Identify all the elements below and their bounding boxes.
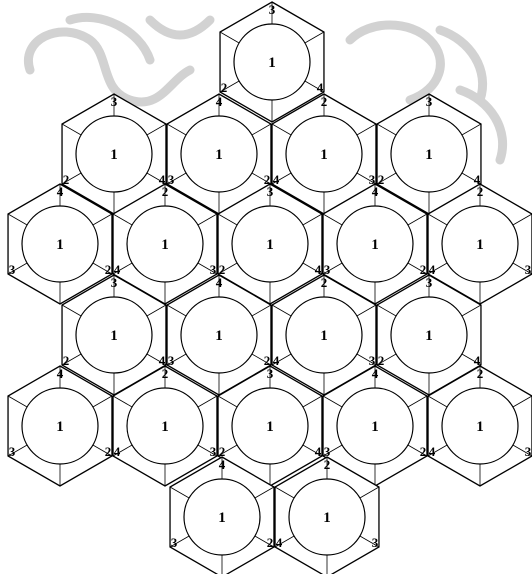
assembly-number: 1 bbox=[161, 419, 169, 435]
assembly-number: 1 bbox=[266, 237, 274, 253]
left-edge-number: 3 bbox=[168, 353, 175, 368]
right-edge-number: 2 bbox=[420, 444, 427, 459]
top-edge-number: 4 bbox=[216, 275, 223, 290]
assembly-number: 1 bbox=[371, 237, 379, 253]
top-edge-number: 2 bbox=[321, 275, 328, 290]
left-edge-number: 2 bbox=[63, 172, 70, 187]
left-edge-number: 4 bbox=[429, 444, 436, 459]
top-edge-number: 4 bbox=[372, 184, 379, 199]
left-edge-number: 4 bbox=[276, 535, 283, 550]
assembly-number: 1 bbox=[215, 147, 223, 163]
right-edge-number: 2 bbox=[267, 535, 274, 550]
top-edge-number: 2 bbox=[324, 457, 331, 472]
left-edge-number: 4 bbox=[273, 353, 280, 368]
top-edge-number: 2 bbox=[477, 184, 484, 199]
top-edge-number: 3 bbox=[111, 94, 118, 109]
left-edge-number: 2 bbox=[378, 353, 385, 368]
right-edge-number: 3 bbox=[372, 535, 379, 550]
right-edge-number: 4 bbox=[317, 80, 324, 95]
left-edge-number: 3 bbox=[168, 172, 175, 187]
left-edge-number: 3 bbox=[9, 444, 16, 459]
top-edge-number: 3 bbox=[267, 366, 274, 381]
assembly-number: 1 bbox=[320, 147, 328, 163]
assembly-number: 1 bbox=[110, 147, 118, 163]
assembly-number: 1 bbox=[320, 328, 328, 344]
left-edge-number: 3 bbox=[171, 535, 178, 550]
left-edge-number: 2 bbox=[63, 353, 70, 368]
top-edge-number: 2 bbox=[477, 366, 484, 381]
top-edge-number: 4 bbox=[372, 366, 379, 381]
assembly-number: 1 bbox=[425, 328, 433, 344]
assembly-number: 1 bbox=[110, 328, 118, 344]
top-edge-number: 3 bbox=[426, 94, 433, 109]
assembly-number: 1 bbox=[215, 328, 223, 344]
left-edge-number: 4 bbox=[273, 172, 280, 187]
assembly-number: 1 bbox=[266, 419, 274, 435]
top-edge-number: 4 bbox=[219, 457, 226, 472]
right-edge-number: 2 bbox=[105, 444, 112, 459]
assembly-number: 1 bbox=[371, 419, 379, 435]
left-edge-number: 2 bbox=[378, 172, 385, 187]
assembly-number: 1 bbox=[476, 419, 484, 435]
assembly-number: 1 bbox=[218, 510, 226, 526]
top-edge-number: 3 bbox=[426, 275, 433, 290]
right-edge-number: 3 bbox=[210, 444, 217, 459]
assembly-number: 1 bbox=[56, 419, 64, 435]
assembly-number: 1 bbox=[476, 237, 484, 253]
right-edge-number: 4 bbox=[315, 444, 322, 459]
left-edge-number: 2 bbox=[221, 80, 228, 95]
left-edge-number: 4 bbox=[114, 444, 121, 459]
top-edge-number: 2 bbox=[321, 94, 328, 109]
top-edge-number: 4 bbox=[57, 366, 64, 381]
assembly-number: 1 bbox=[425, 147, 433, 163]
top-edge-number: 3 bbox=[111, 275, 118, 290]
right-edge-number: 3 bbox=[525, 444, 532, 459]
left-edge-number: 3 bbox=[9, 262, 16, 277]
top-edge-number: 4 bbox=[216, 94, 223, 109]
top-edge-number: 2 bbox=[162, 184, 169, 199]
assembly-number: 1 bbox=[268, 55, 276, 71]
top-edge-number: 4 bbox=[57, 184, 64, 199]
top-edge-number: 3 bbox=[267, 184, 274, 199]
assembly-number: 1 bbox=[323, 510, 331, 526]
assembly-number: 1 bbox=[56, 237, 64, 253]
top-edge-number: 2 bbox=[162, 366, 169, 381]
top-edge-number: 3 bbox=[269, 2, 276, 17]
right-edge-number: 3 bbox=[525, 262, 532, 277]
assembly-number: 1 bbox=[161, 237, 169, 253]
